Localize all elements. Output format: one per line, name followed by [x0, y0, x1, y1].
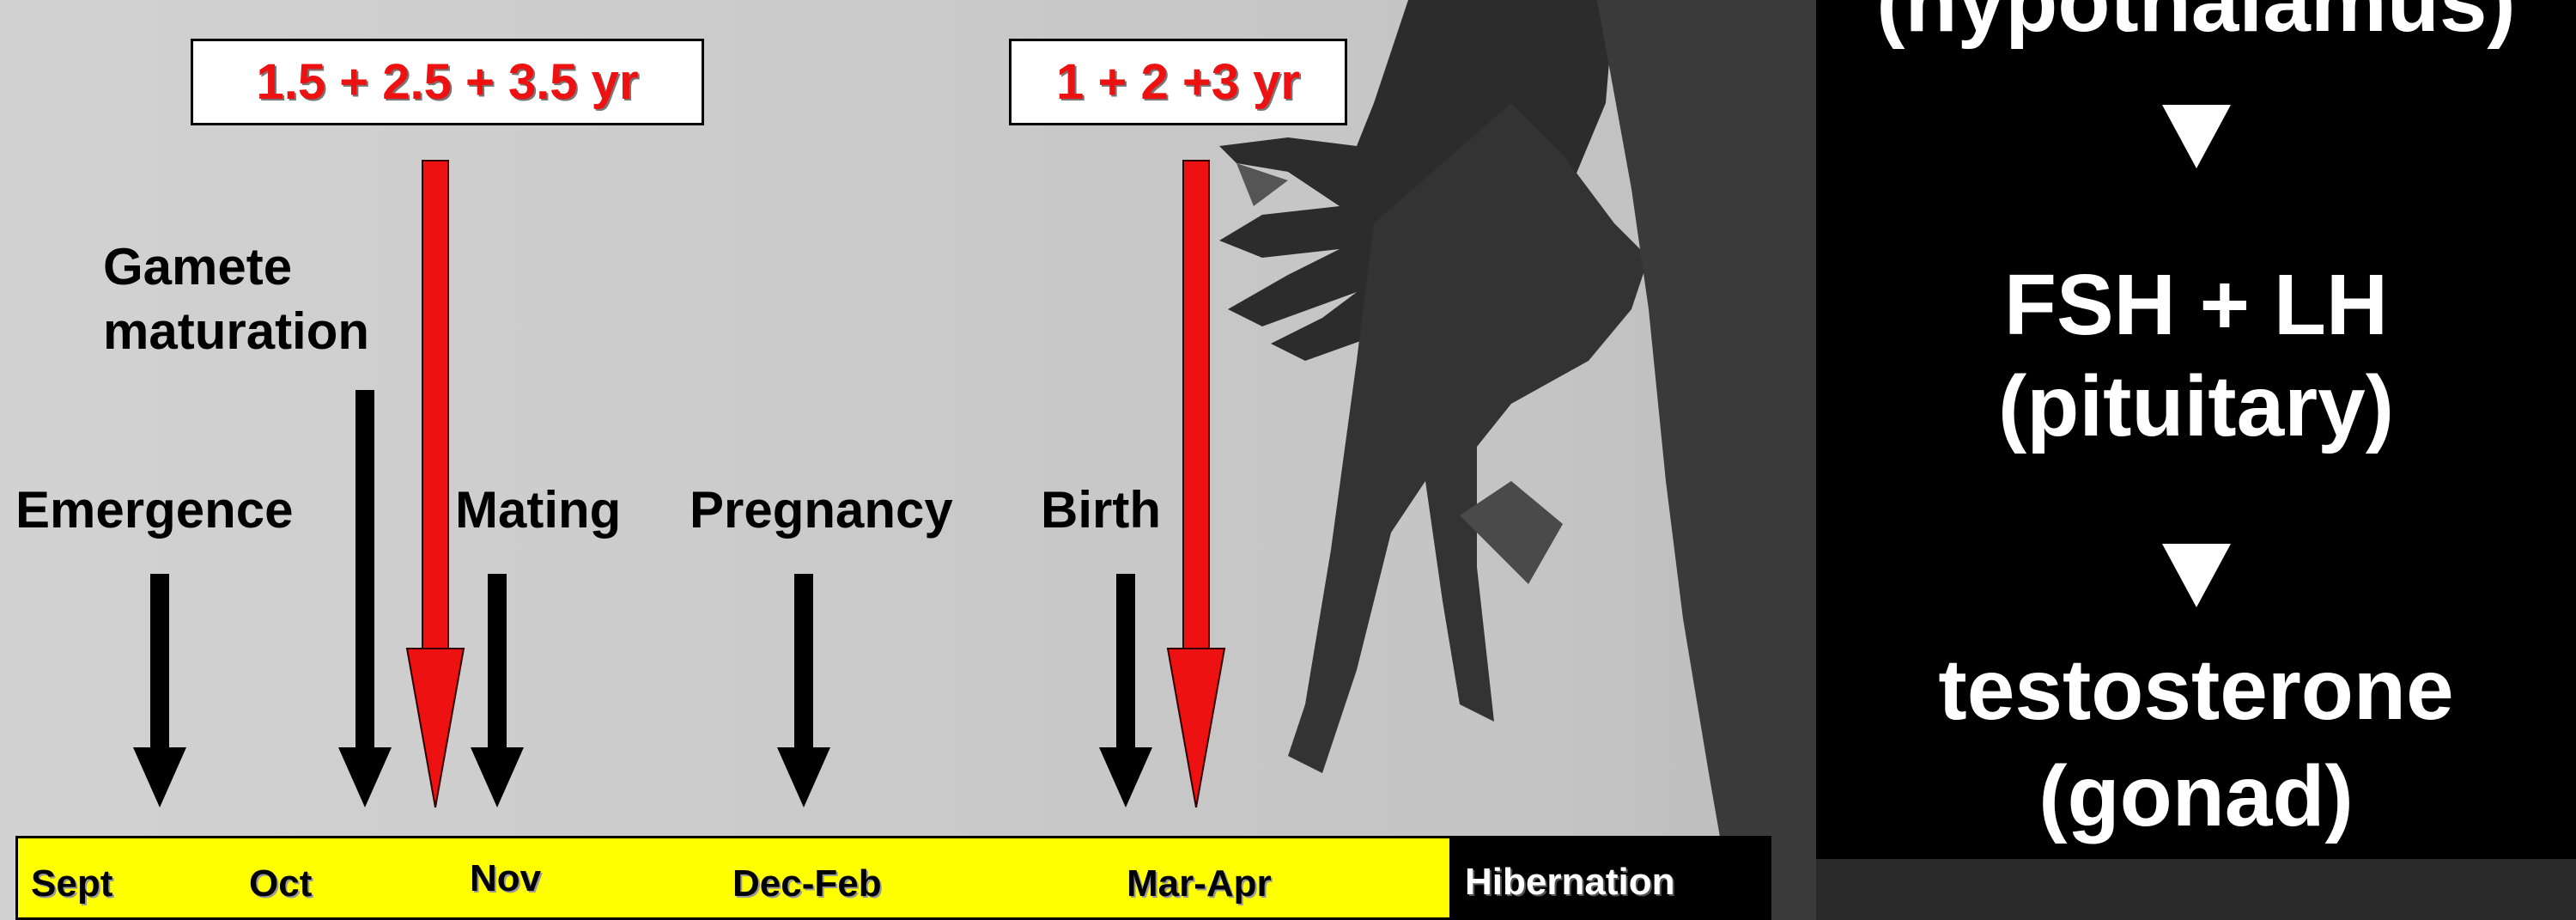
testosterone-label: testosterone: [1816, 643, 2576, 737]
fsh-lh-label: FSH + LH: [1816, 258, 2576, 352]
emergence-arrow: [133, 574, 186, 807]
month-hibernation: Hibernation: [1465, 861, 1674, 904]
month-oct: Oct: [249, 862, 312, 905]
birth-arrow: [1099, 574, 1152, 807]
mating-age-box: 1.5 + 2.5 + 3.5 yr: [191, 39, 704, 125]
mating-age-label: 1.5 + 2.5 + 3.5 yr: [256, 53, 638, 111]
gamete-maturation-arrow: [338, 390, 392, 807]
hypothalamus-label: (hypothalamus): [1816, 0, 2576, 45]
pregnancy-label: Pregnancy: [690, 478, 953, 542]
month-nov: Nov: [470, 857, 541, 900]
down-triangle-1: [2162, 105, 2231, 168]
pregnancy-arrow: [777, 574, 830, 807]
month-mar-apr: Mar-Apr: [1127, 862, 1272, 905]
gamete-label-line1: Gamete: [103, 235, 369, 299]
red-birth-age-arrow: [1168, 161, 1224, 807]
down-triangle-2: [2162, 544, 2231, 607]
gamete-label-line2: maturation: [103, 299, 369, 363]
month-sept: Sept: [31, 862, 112, 905]
mating-arrow: [471, 574, 524, 807]
birth-label: Birth: [1041, 478, 1161, 542]
pituitary-label: (pituitary): [1816, 359, 2576, 454]
birth-age-label: 1 + 2 +3 yr: [1056, 53, 1300, 111]
gamete-maturation-label: Gamete maturation: [103, 235, 369, 363]
birth-age-box: 1 + 2 +3 yr: [1009, 39, 1347, 125]
emergence-label: Emergence: [15, 478, 294, 542]
gonad-label: (gonad): [1816, 749, 2576, 844]
month-dec-feb: Dec-Feb: [732, 862, 882, 905]
mating-label: Mating: [455, 478, 621, 542]
